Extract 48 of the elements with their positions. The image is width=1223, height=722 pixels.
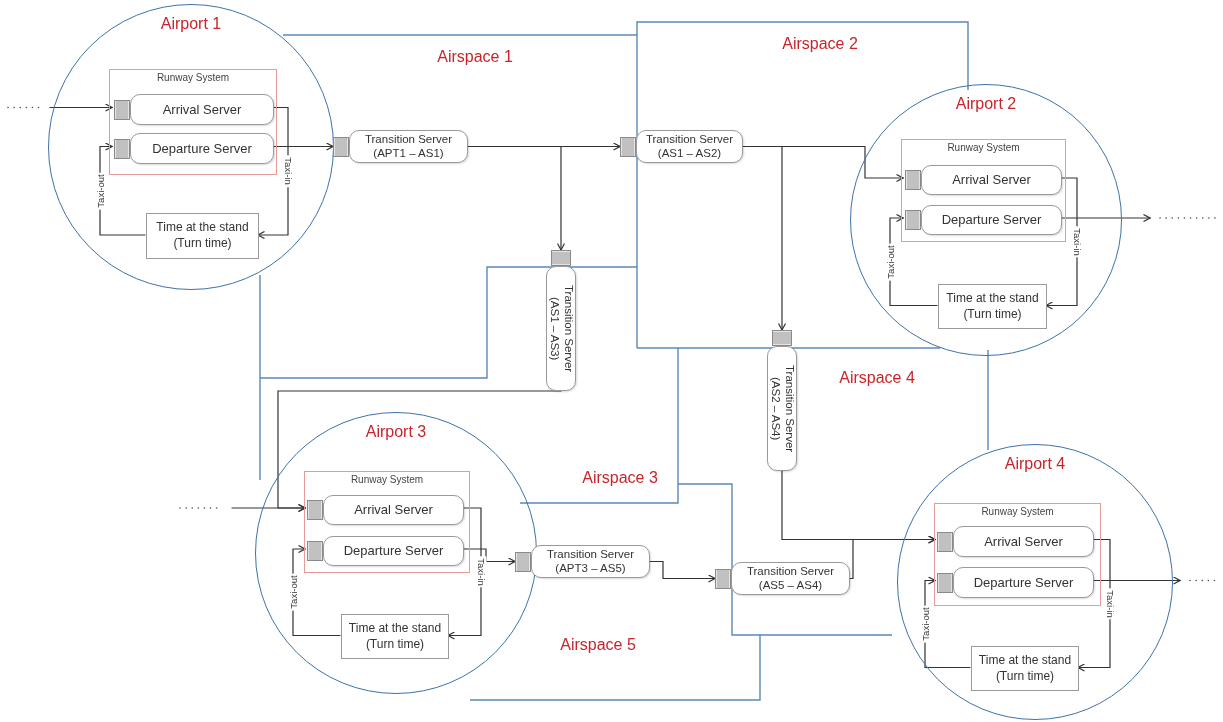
server-box: Transition Server (APT3 – AS5) xyxy=(531,545,650,578)
stand-box: Time at the stand (Turn time) xyxy=(938,284,1047,329)
runway-system-box xyxy=(109,69,277,175)
arrow xyxy=(467,145,566,251)
airspace-label: Airspace 3 xyxy=(582,469,658,487)
airspace-label: Airspace 4 xyxy=(839,369,915,387)
arrow xyxy=(849,535,936,580)
server-box: Transition Server (AS5 – AS4) xyxy=(731,562,850,595)
server-box: Arrival Server xyxy=(323,495,464,525)
group-label: Runway System xyxy=(947,142,1020,153)
runway-system-box xyxy=(901,139,1066,242)
edge-label: Taxi-in xyxy=(1071,226,1083,258)
stand-box: Time at the stand (Turn time) xyxy=(341,614,449,659)
airspace-label: Airspace 2 xyxy=(782,35,858,53)
edge-label: Taxi-out xyxy=(94,172,106,210)
server-box: Arrival Server xyxy=(953,526,1094,557)
server-box: Departure Server xyxy=(921,205,1062,235)
runway-system-box xyxy=(304,471,470,573)
stand-box: Time at the stand (Turn time) xyxy=(971,646,1079,691)
edge-label: Taxi-in xyxy=(282,155,294,187)
arrow xyxy=(742,145,787,331)
group-label: Runway System xyxy=(156,72,230,83)
server-box: Arrival Server xyxy=(921,165,1062,195)
stand-box: Time at the stand (Turn time) xyxy=(146,213,259,259)
server-box: Transition Server (APT1 – AS1) xyxy=(349,130,468,163)
arrow xyxy=(49,103,113,112)
group-label: Runway System xyxy=(981,506,1054,517)
edge-label: Taxi-in xyxy=(475,556,487,588)
server-box: Transition Server (AS1 – AS3) xyxy=(546,266,576,391)
airport-title: Airport 3 xyxy=(365,423,427,441)
airport-title: Airport 4 xyxy=(1004,455,1066,473)
runway-system-box xyxy=(934,503,1101,606)
server-box: Departure Server xyxy=(130,133,274,164)
airspace-label: Airspace 5 xyxy=(560,636,636,654)
server-box: Transition Server (AS1 – AS2) xyxy=(636,130,743,163)
edge-label: Taxi-out xyxy=(884,243,896,281)
airspace-label: Airspace 1 xyxy=(437,48,513,66)
server-box: Departure Server xyxy=(953,567,1094,598)
group-label: Runway System xyxy=(350,474,424,485)
edge-label: Taxi-out xyxy=(287,573,299,611)
edge-label: Taxi-out xyxy=(919,605,931,643)
arrow xyxy=(649,560,716,583)
server-box: Arrival Server xyxy=(130,94,274,125)
airport-title: Airport 1 xyxy=(160,15,222,33)
airport-title: Airport 2 xyxy=(955,95,1017,113)
server-box: Transition Server (AS2 – AS4) xyxy=(767,346,797,471)
edge-label: Taxi-in xyxy=(1104,587,1116,620)
server-box: Departure Server xyxy=(323,536,464,566)
